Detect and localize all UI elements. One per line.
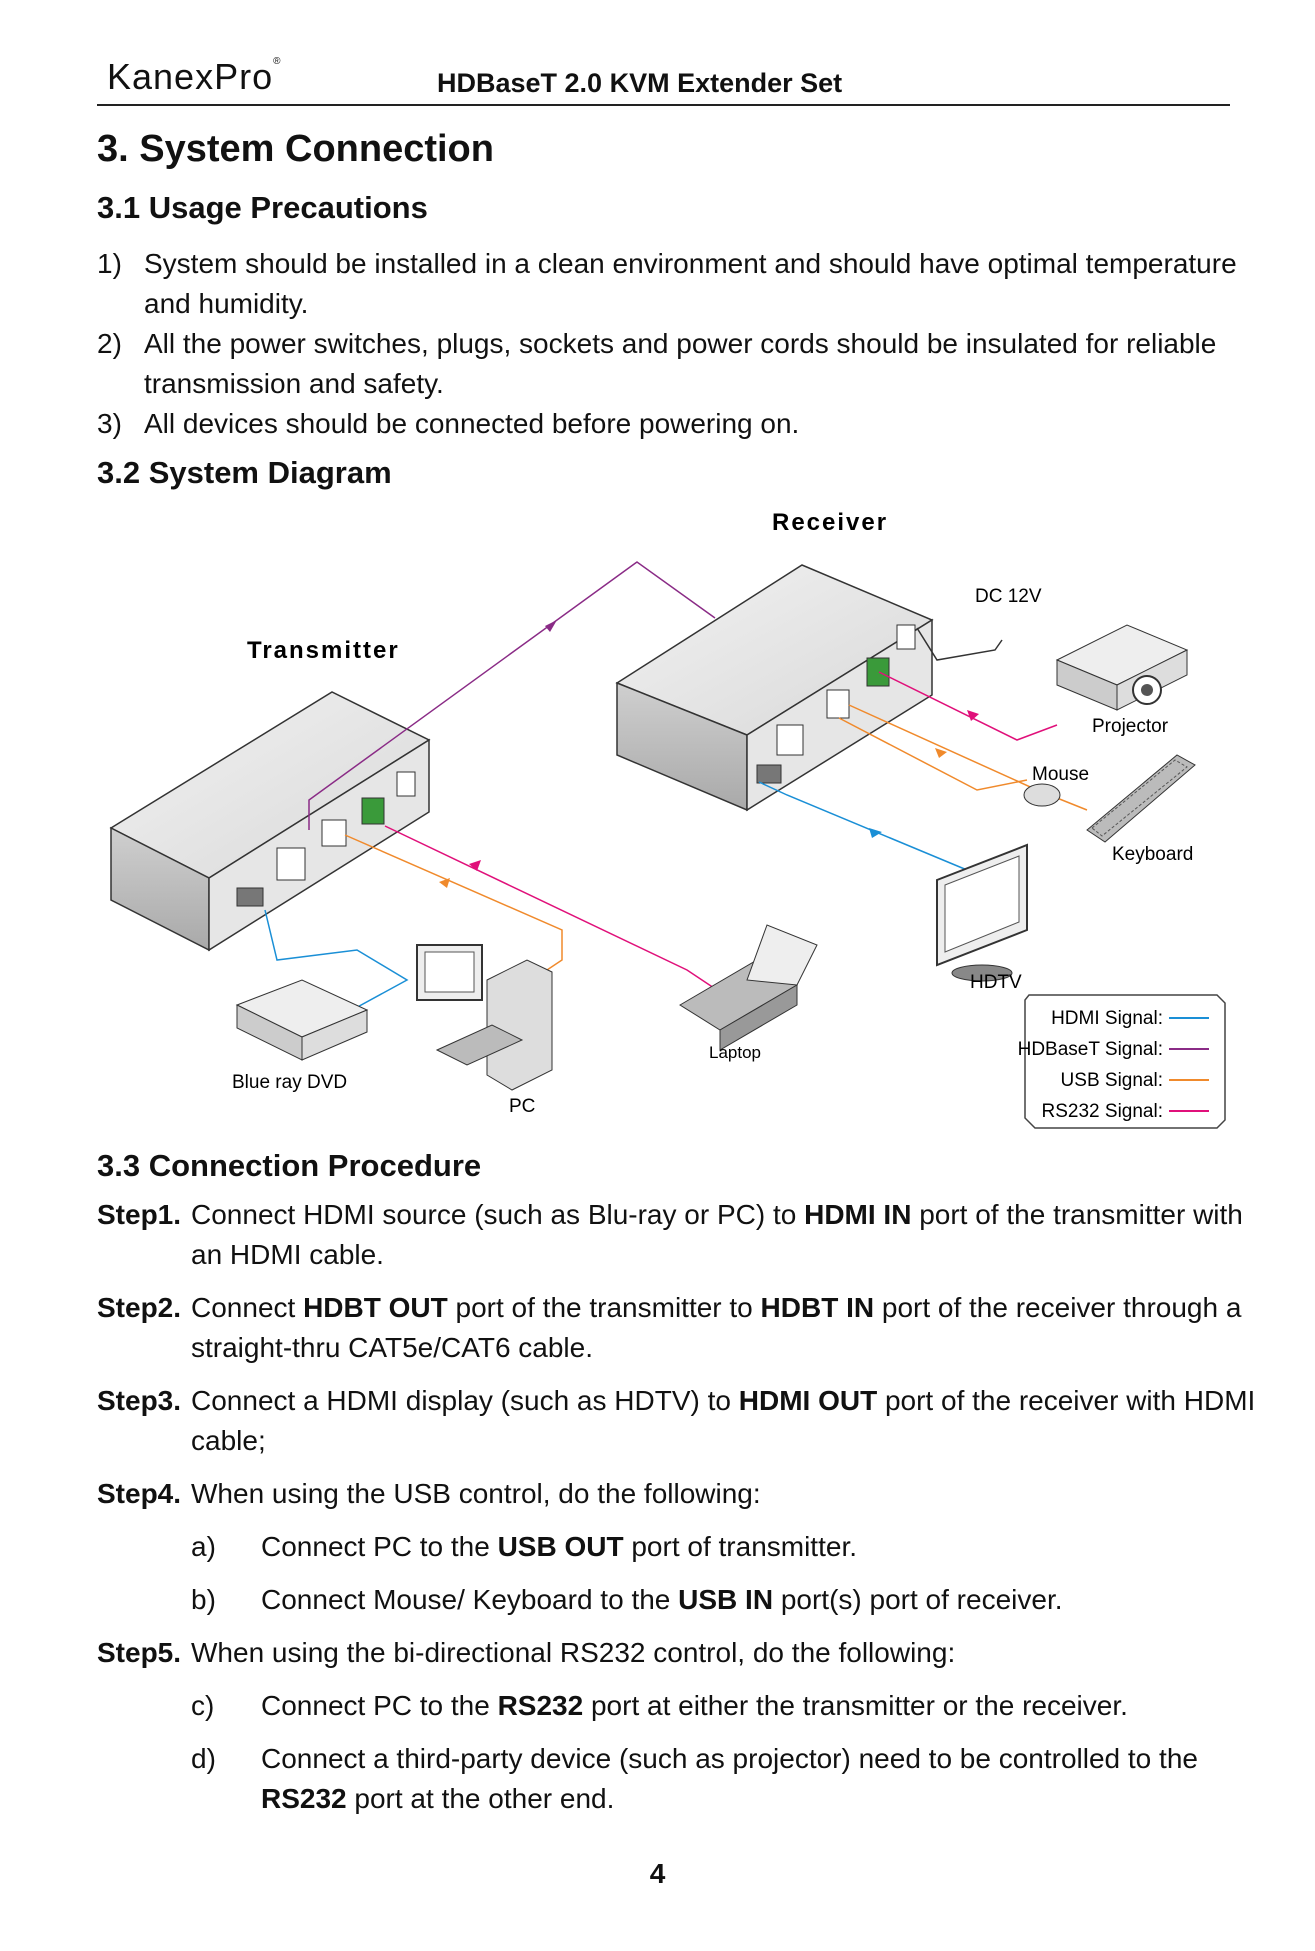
substep-a: a)Connect PC to the USB OUT port of tran…	[191, 1531, 857, 1562]
brand-logo: KanexPro®	[107, 56, 282, 97]
dvd-player-icon	[235, 979, 369, 1061]
page-header: KanexPro® HDBaseT 2.0 KVM Extender Set	[97, 56, 1230, 106]
signal-legend: HDMI Signal: HDBaseT Signal: USB Signal:…	[1018, 994, 1226, 1129]
legend-rs232-label: RS232 Signal:	[1042, 1101, 1163, 1122]
laptop-label: Laptop	[709, 1043, 761, 1062]
step-2: Step2.Connect HDBT OUT port of the trans…	[97, 1292, 1242, 1363]
hdmi-cable-in	[264, 909, 409, 1011]
keyboard-label: Keyboard	[1112, 844, 1193, 865]
list-item: 3)All devices should be connected before…	[97, 408, 800, 439]
dc-label: DC 12V	[975, 586, 1042, 607]
step-3: Step3.Connect a HDMI display (such as HD…	[97, 1385, 1256, 1456]
pc-label: PC	[509, 1096, 535, 1117]
substep-d: d)Connect a third-party device (such as …	[191, 1743, 1198, 1814]
precautions-heading: 3.1 Usage Precautions	[97, 190, 428, 225]
receiver-label: Receiver	[772, 510, 888, 536]
receiver-device	[615, 564, 934, 812]
transmitter-device	[109, 691, 431, 952]
legend-hdmi-label: HDMI Signal:	[1051, 1008, 1163, 1029]
dvd-label: Blue ray DVD	[232, 1072, 347, 1093]
hdmi-cable-out	[758, 781, 968, 871]
legend-usb-label: USB Signal:	[1061, 1070, 1163, 1091]
rs232-cable-tx	[384, 825, 718, 991]
system-diagram: Receiver Transmitter	[109, 510, 1226, 1129]
pc-icon	[416, 944, 553, 1091]
substep-b: b)Connect Mouse/ Keyboard to the USB IN …	[191, 1584, 1063, 1615]
procedure-heading: 3.3 Connection Procedure	[97, 1148, 482, 1183]
diagram-heading: 3.2 System Diagram	[97, 455, 392, 490]
hdtv-label: HDTV	[970, 972, 1022, 993]
step-4: Step4.When using the USB control, do the…	[97, 1478, 761, 1509]
hdbaset-cable	[308, 561, 716, 830]
hdtv-icon	[936, 843, 1028, 982]
projector-icon	[1055, 624, 1189, 711]
page-number: 4	[649, 1858, 666, 1889]
legend-hdbaset-label: HDBaseT Signal:	[1018, 1039, 1163, 1060]
document-title: HDBaseT 2.0 KVM Extender Set	[437, 68, 843, 98]
keyboard-icon	[1086, 754, 1196, 843]
rs232-cable-rx	[878, 671, 1058, 741]
mouse-icon	[1023, 783, 1061, 807]
step-5: Step5.When using the bi-directional RS23…	[97, 1637, 956, 1668]
list-item: 2)All the power switches, plugs, sockets…	[97, 328, 1217, 399]
procedure-steps: Step1.Connect HDMI source (such as Blu-r…	[97, 1195, 1267, 1832]
substep-c: c)Connect PC to the RS232 port at either…	[191, 1690, 1128, 1721]
usb-cable-mouse	[838, 717, 1028, 791]
list-item: 1)System should be installed in a clean …	[97, 248, 1237, 319]
precautions-list: 1)System should be installed in a clean …	[97, 244, 1247, 444]
step-1: Step1.Connect HDMI source (such as Blu-r…	[97, 1199, 1243, 1270]
laptop-icon	[679, 924, 818, 1051]
section-title: 3. System Connection	[97, 128, 494, 170]
dc-power-cable	[916, 627, 1003, 661]
mouse-label: Mouse	[1032, 764, 1089, 785]
transmitter-label: Transmitter	[247, 637, 400, 664]
projector-label: Projector	[1092, 716, 1169, 737]
